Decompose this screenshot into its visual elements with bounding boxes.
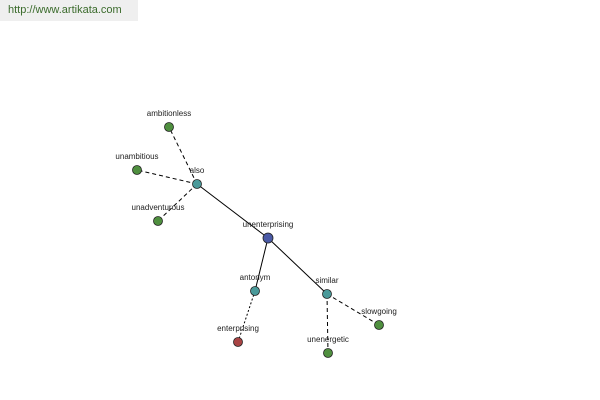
node-unenterprising[interactable]: unenterprising	[243, 220, 294, 244]
edge-antonym-enterprising	[237, 290, 256, 343]
node-label-unenterprising[interactable]: unenterprising	[243, 220, 294, 229]
node-unenergetic[interactable]: unenergetic	[307, 335, 349, 358]
node-slowgoing[interactable]: slowgoing	[361, 307, 397, 330]
node-label-unadventurous[interactable]: unadventurous	[132, 203, 185, 212]
edge-unenterprising-antonym	[254, 237, 269, 292]
node-circle-unambitious[interactable]	[132, 165, 142, 175]
node-label-ambitionless[interactable]: ambitionless	[147, 109, 191, 118]
edge-also-unadventurous	[157, 183, 198, 222]
edge-also-ambitionless	[168, 126, 198, 185]
graph-edges	[136, 126, 380, 354]
node-circle-slowgoing[interactable]	[374, 320, 384, 330]
node-circle-unenterprising[interactable]	[262, 232, 274, 244]
node-label-also[interactable]: also	[190, 166, 205, 175]
node-label-unenergetic[interactable]: unenergetic	[307, 335, 349, 344]
node-label-slowgoing[interactable]: slowgoing	[361, 307, 397, 316]
edge-unenterprising-similar	[267, 237, 328, 295]
node-also[interactable]: also	[190, 166, 205, 189]
edge-unenterprising-also	[196, 183, 269, 239]
node-circle-ambitionless[interactable]	[164, 122, 174, 132]
node-unadventurous[interactable]: unadventurous	[132, 203, 185, 226]
node-ambitionless[interactable]: ambitionless	[147, 109, 191, 132]
node-unambitious[interactable]: unambitious	[115, 152, 159, 175]
node-circle-enterprising[interactable]	[233, 337, 243, 347]
node-circle-similar[interactable]	[322, 289, 332, 299]
edge-similar-slowgoing	[326, 293, 380, 326]
node-antonym[interactable]: antonym	[240, 273, 271, 296]
node-enterprising[interactable]: enterprising	[217, 324, 259, 347]
node-circle-also[interactable]	[192, 179, 202, 189]
node-label-enterprising[interactable]: enterprising	[217, 324, 259, 333]
node-similar[interactable]: similar	[315, 276, 339, 299]
edge-similar-unenergetic	[326, 293, 329, 354]
node-circle-unenergetic[interactable]	[323, 348, 333, 358]
node-circle-unadventurous[interactable]	[153, 216, 163, 226]
node-circle-antonym[interactable]	[250, 286, 260, 296]
node-label-antonym[interactable]: antonym	[240, 273, 271, 282]
source-url[interactable]: http://www.artikata.com	[0, 0, 138, 21]
node-label-similar[interactable]: similar	[315, 276, 338, 285]
graph-nodes: unenterprising also antonym similar ambition…	[115, 109, 397, 358]
edge-also-unambitious	[136, 169, 198, 185]
node-label-unambitious[interactable]: unambitious	[115, 152, 158, 161]
